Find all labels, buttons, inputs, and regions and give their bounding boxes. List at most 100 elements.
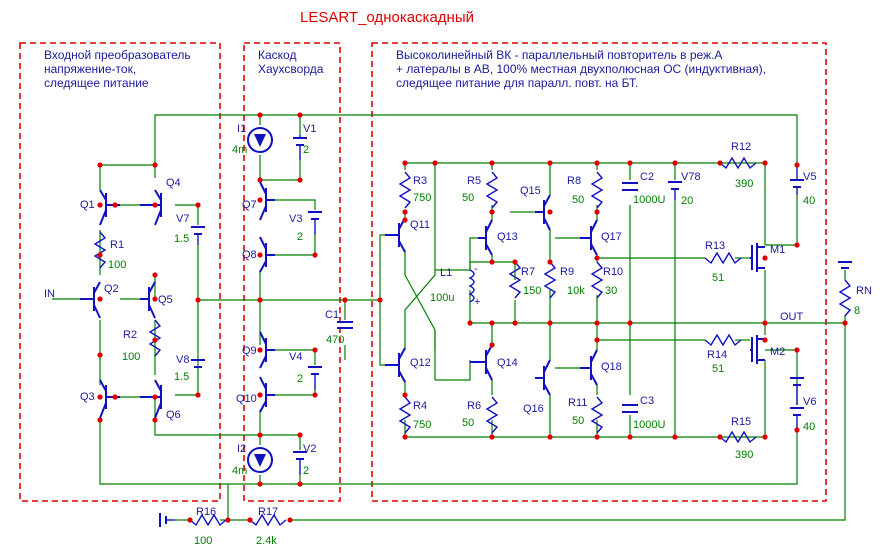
- value-V2: 2: [303, 465, 309, 477]
- ref-Q8: Q8: [242, 249, 257, 261]
- ref-C3: C3: [640, 395, 654, 407]
- ref-V5: V5: [803, 171, 816, 183]
- ref-R10: R10: [603, 266, 623, 278]
- transistor-Q8: [259, 236, 275, 273]
- transistor-Q14: [470, 344, 493, 381]
- value-R14: 51: [712, 363, 724, 375]
- transistor-Q13: [478, 219, 493, 256]
- transistor-Q10: [259, 376, 275, 413]
- junction-dot: [297, 481, 303, 487]
- value-R6: 50: [462, 417, 474, 429]
- svg-text:+: +: [474, 296, 480, 308]
- value-R9: 10k: [567, 285, 585, 297]
- ref-Q11: Q11: [410, 219, 430, 231]
- ref-Q1: Q1: [80, 199, 95, 211]
- junction-dot: [152, 417, 158, 423]
- transistor-Q17: [580, 219, 598, 256]
- ref-Q6: Q6: [166, 409, 181, 421]
- ref-R6: R6: [467, 400, 481, 412]
- junction-dot: [672, 434, 678, 440]
- svg-text:-: -: [474, 263, 478, 275]
- ref-I1: I1: [237, 123, 246, 135]
- junction-dot: [97, 252, 103, 258]
- source-V2: [293, 451, 307, 475]
- resistor-R16: [189, 513, 227, 527]
- junction-dot: [152, 394, 158, 400]
- junction-dot: [717, 434, 723, 440]
- ref-Q18: Q18: [601, 361, 622, 373]
- source-V3: [308, 211, 322, 235]
- resistor-R4: [398, 396, 412, 434]
- ref-R2: R2: [123, 329, 137, 341]
- transistor-Q5: [140, 281, 156, 319]
- ref-V1: V1: [303, 123, 316, 135]
- ref-Q14: Q14: [497, 357, 518, 369]
- resistor-R7: [508, 261, 522, 299]
- value-V3: 2: [297, 231, 303, 243]
- transistor-Q7: [259, 181, 275, 221]
- source-V7: [191, 226, 205, 245]
- junction-dot: [187, 517, 193, 523]
- value-C2: 1000U: [633, 194, 665, 206]
- inductor-L1: - +: [468, 263, 480, 308]
- value-V4: 2: [297, 373, 303, 385]
- source-input-ground: [159, 513, 175, 527]
- ref-R11: R11: [568, 397, 587, 409]
- resistors: [93, 156, 852, 527]
- junction-dot: [297, 432, 303, 438]
- wiring: [52, 114, 846, 521]
- transistor-Q2: [80, 281, 101, 319]
- value-R10: 30: [605, 285, 617, 297]
- cascode-block-frame: [243, 42, 341, 502]
- junction-dot: [467, 320, 473, 326]
- capacitor-C1: [337, 321, 353, 329]
- value-R2: 100: [122, 351, 140, 363]
- junction-dot: [257, 347, 263, 353]
- junction-dot: [152, 202, 158, 208]
- junction-dot: [195, 202, 201, 208]
- ref-R16: R16: [196, 506, 216, 518]
- ref-Q17: Q17: [601, 231, 622, 243]
- resistor-R17: [249, 513, 287, 527]
- junction-dot: [287, 517, 293, 523]
- schematic-title: LESART_однокаскадный: [300, 9, 474, 26]
- ref-I2: I2: [237, 443, 246, 455]
- transistor-Q11: [385, 217, 406, 253]
- junction-dot: [97, 202, 103, 208]
- junction-dot: [152, 296, 158, 302]
- transistor-Q15: [535, 194, 551, 231]
- junction-dot: [489, 434, 495, 440]
- value-R13: 51: [712, 272, 724, 284]
- capacitor-C3: [622, 404, 638, 413]
- junction-dot: [195, 297, 201, 303]
- junction-dot: [257, 392, 263, 398]
- mosfet-M1: [750, 243, 765, 272]
- junction-dot: [512, 320, 518, 326]
- junction-dot: [312, 392, 318, 398]
- value-R5: 50: [462, 192, 474, 204]
- ref-RN: RN: [856, 285, 872, 297]
- ref-M2: M2: [770, 346, 785, 358]
- source-V78: [668, 181, 682, 200]
- ref-Q5: Q5: [158, 294, 173, 306]
- junction-dot: [489, 209, 495, 215]
- junction-dot: [342, 297, 348, 303]
- value-V78: 20: [681, 195, 693, 207]
- ref-V78: V78: [681, 171, 701, 183]
- value-C1: 470: [326, 334, 344, 346]
- value-R7: 150: [523, 285, 541, 297]
- junction-dot: [402, 217, 408, 223]
- value-RN: 8: [854, 305, 860, 317]
- value-R16: 100: [194, 535, 212, 547]
- junction-dot: [489, 259, 495, 265]
- ref-R8: R8: [567, 175, 581, 187]
- ref-M1: M1: [770, 244, 785, 256]
- output-block-caption: Высоколинейный ВК - параллельный повтори…: [396, 48, 766, 90]
- cascode-block-caption: Каскод Хаухсворда: [258, 48, 324, 76]
- junction-dot: [257, 252, 263, 258]
- junction-dot: [402, 434, 408, 440]
- input-block-frame: [19, 42, 221, 502]
- resistor-R1: [93, 231, 107, 269]
- junction-dot: [97, 296, 103, 302]
